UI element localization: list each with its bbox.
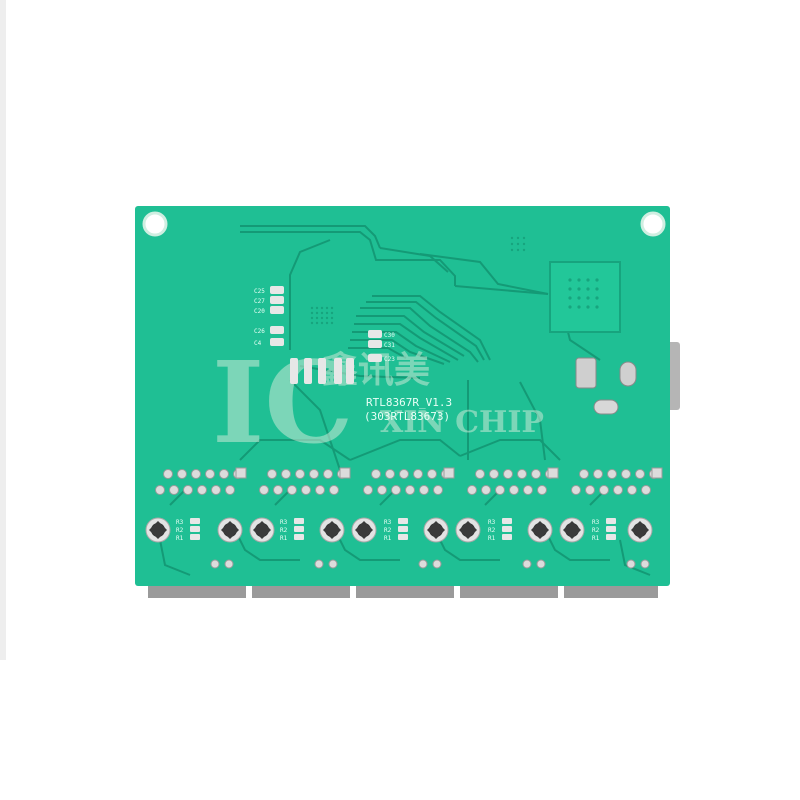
board-part-label: (303RTL83673) (364, 410, 450, 423)
via-grid (510, 236, 526, 252)
mounting-hole (640, 211, 666, 237)
watermark-ic: IC (212, 338, 354, 469)
watermark-latin: XIN CHIP (380, 405, 544, 440)
rj45-pin-rows (155, 467, 663, 495)
chip-footprint (549, 261, 621, 333)
silk-resistor-label: R2 (280, 527, 288, 534)
photo-edge (0, 0, 6, 660)
smd-caps-left: C25 C27 C20 C26 C4 (254, 286, 284, 347)
silk-resistor-label: R1 (176, 535, 184, 542)
silk-cap-label: C27 (254, 298, 265, 305)
silk-cap-label: C20 (254, 308, 265, 315)
silk-cap-label: C26 (254, 328, 265, 335)
silk-cap-label: C4 (254, 340, 262, 347)
port-leds (145, 517, 653, 543)
silk-resistor-label: R1 (280, 535, 288, 542)
silk-cap-label: C25 (254, 288, 265, 295)
silk-cap-label: C31 (384, 342, 395, 349)
silk-resistor-label: R2 (592, 527, 600, 534)
rj45-housings (148, 584, 658, 598)
silk-resistor-label: R1 (592, 535, 600, 542)
mounting-hole (142, 211, 168, 237)
silk-resistor-label: R3 (592, 519, 600, 526)
silk-resistor-label: R3 (384, 519, 392, 526)
right-components (575, 357, 637, 415)
silk-resistor-label: R3 (280, 519, 288, 526)
silk-resistor-label: R1 (384, 535, 392, 542)
silk-resistor-label: R3 (176, 519, 184, 526)
silk-resistor-label: R2 (488, 527, 496, 534)
silk-cap-label: C23 (384, 356, 395, 363)
smd-cap-row (290, 358, 354, 384)
via-grid (310, 306, 334, 325)
smd-caps-mid: C30 C31 C23 (368, 330, 395, 363)
silk-resistor-label: R1 (488, 535, 496, 542)
silk-resistor-label: R3 (488, 519, 496, 526)
silk-resistor-label: R2 (176, 527, 184, 534)
silk-resistor-label: R2 (384, 527, 392, 534)
bottom-pads (210, 559, 650, 569)
board-model-label: RTL8367R_V1.3 (366, 396, 452, 409)
silk-cap-label: C30 (384, 332, 395, 339)
